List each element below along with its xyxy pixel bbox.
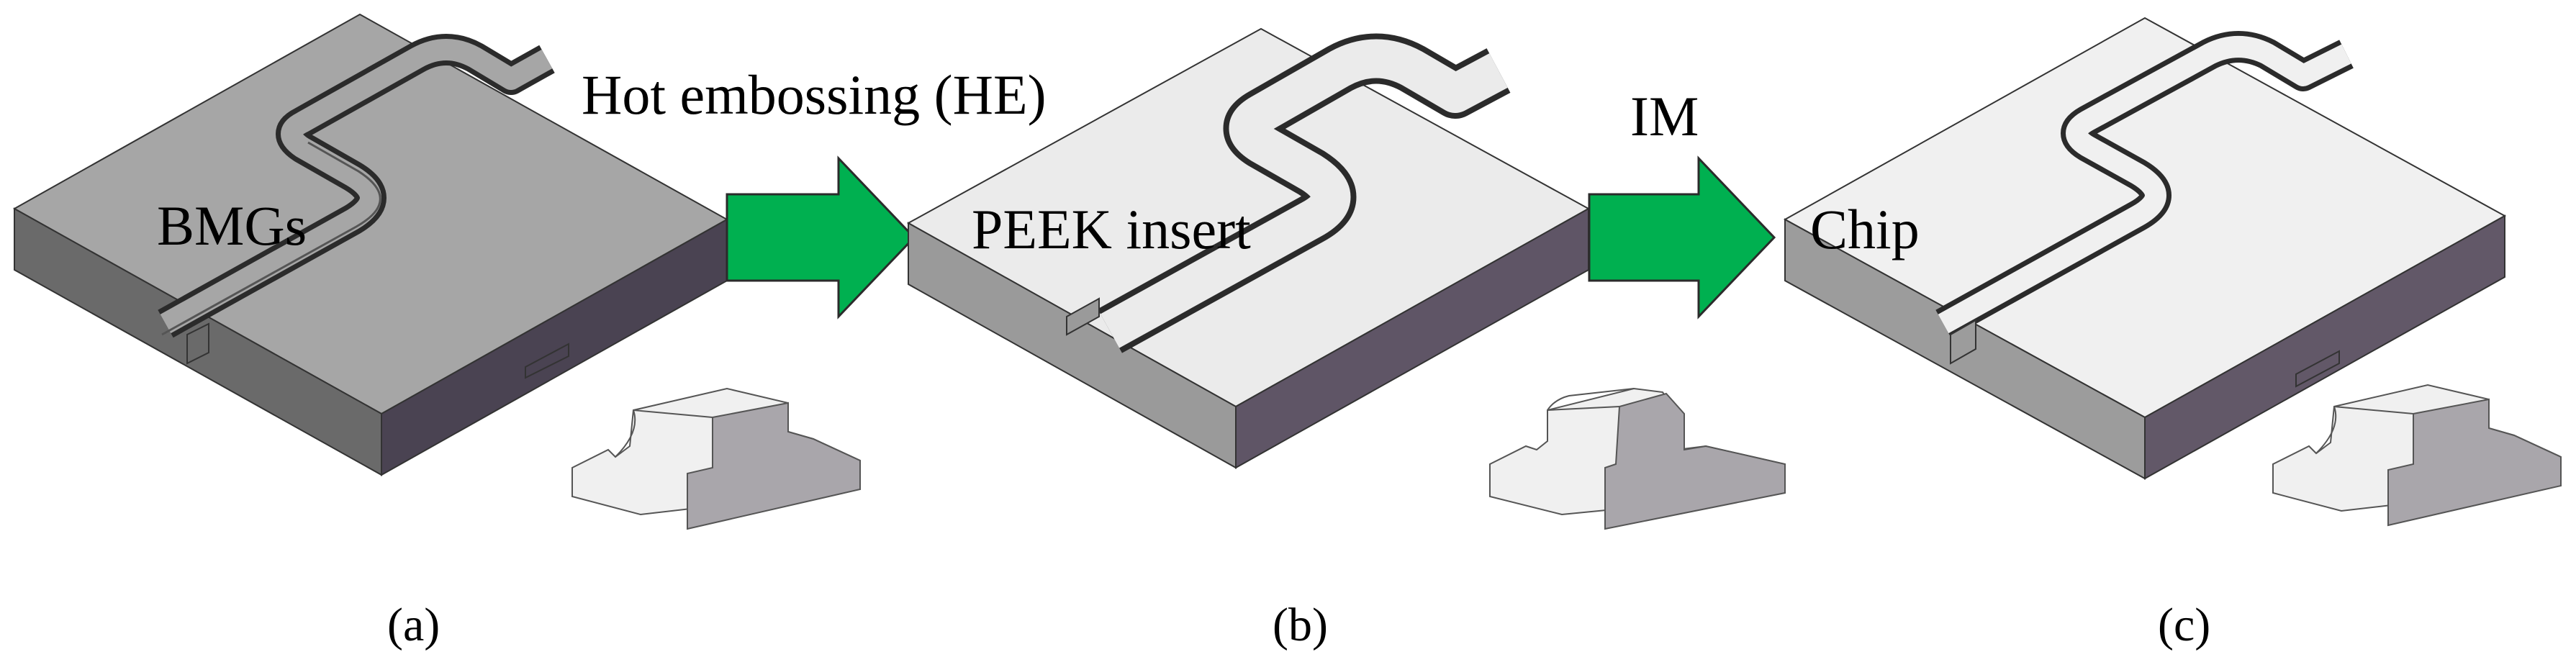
chip-right-face — [2144, 214, 2505, 480]
chip-block — [1783, 17, 2507, 480]
bmg-mold-block — [12, 13, 729, 476]
bmg-label: BMGs — [157, 194, 307, 257]
chip-s-channel — [1935, 31, 2354, 338]
process-arrow-im — [1588, 155, 1776, 319]
caption-b: (b) — [1273, 599, 1328, 651]
chip-label: Chip — [1810, 198, 1920, 260]
bmg-notch — [525, 343, 569, 379]
peek-label: PEEK insert — [972, 198, 1251, 260]
chip-notch — [2295, 350, 2340, 388]
chip-cross-section — [2272, 384, 2562, 527]
bmg-s-rib — [158, 34, 555, 338]
caption-a: (a) — [387, 599, 440, 651]
process-label-im: IM — [1630, 85, 1699, 148]
bmg-notch — [186, 322, 209, 365]
peek-s-rib — [1098, 33, 1511, 353]
process-arrow-he — [726, 155, 916, 319]
chip-notch — [1950, 319, 1976, 365]
caption-c: (c) — [2158, 599, 2210, 651]
peek-notch — [1066, 297, 1100, 336]
bmg-cross-section — [571, 387, 861, 530]
peek-insert-block — [906, 27, 1591, 469]
peek-cross-section — [1489, 387, 1786, 530]
process-label-he: Hot embossing (HE) — [582, 63, 1047, 126]
